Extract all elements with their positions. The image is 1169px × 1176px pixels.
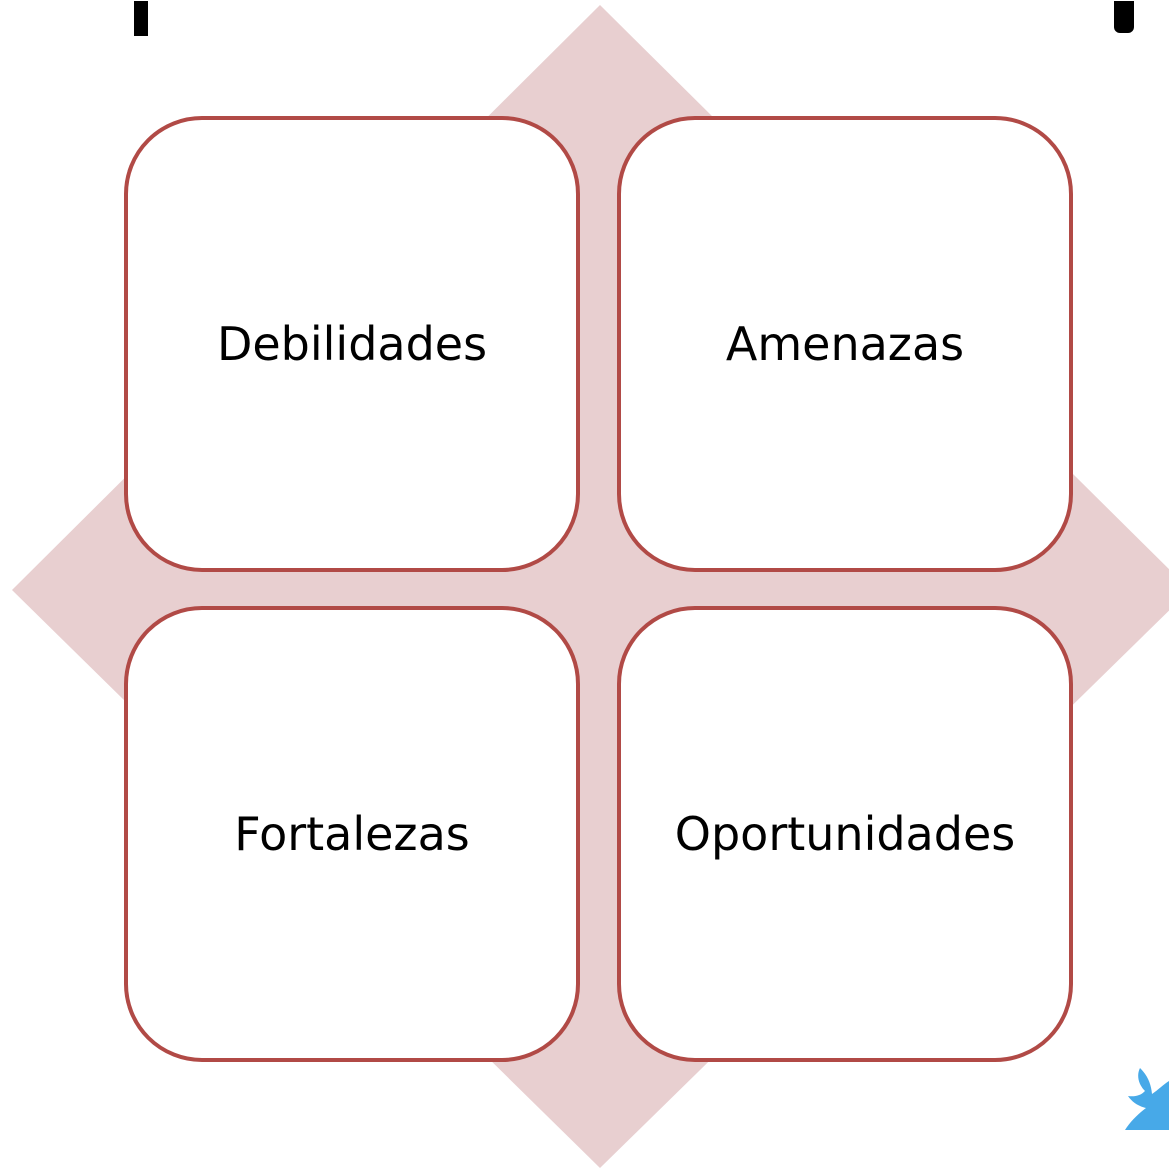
cropped-title-fragment: [0, 0, 1169, 36]
quadrant-label: Debilidades: [216, 317, 488, 371]
quadrant-label: Oportunidades: [674, 807, 1016, 861]
quadrant-amenazas[interactable]: Amenazas: [617, 116, 1073, 572]
quadrant-oportunidades[interactable]: Oportunidades: [617, 606, 1073, 1062]
title-glyph-right: [1114, 1, 1134, 33]
quadrant-debilidades[interactable]: Debilidades: [124, 116, 580, 572]
quadrant-label: Amenazas: [725, 317, 965, 371]
title-glyph-left: [134, 1, 148, 36]
quadrant-label: Fortalezas: [234, 807, 470, 861]
quadrant-fortalezas[interactable]: Fortalezas: [124, 606, 580, 1062]
bird-icon: [1118, 1060, 1169, 1130]
